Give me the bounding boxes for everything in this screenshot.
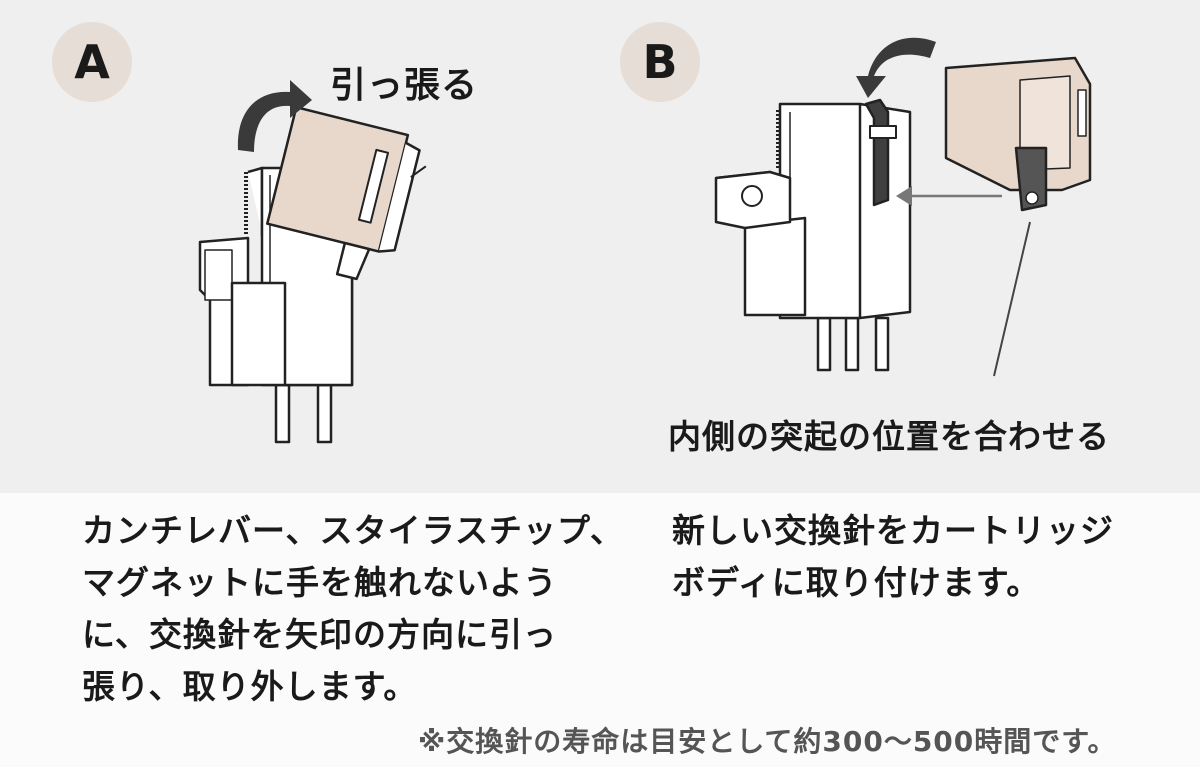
step-a-badge: A bbox=[52, 22, 132, 102]
step-a-description-line: マグネットに手を触れないよう bbox=[82, 563, 558, 602]
step-b-badge: B bbox=[620, 22, 700, 102]
pin-icon bbox=[816, 316, 832, 372]
step-a-illustration bbox=[198, 80, 427, 444]
description-panel bbox=[0, 493, 1200, 767]
step-a-description-line: カンチレバー、スタイラスチップ、 bbox=[82, 511, 625, 550]
step-b-description-line: ボディに取り付けます。 bbox=[672, 563, 1041, 602]
cartridge-illustrations bbox=[198, 37, 1092, 444]
pin-icon bbox=[274, 383, 291, 444]
insert-arrow-icon bbox=[856, 37, 936, 98]
step-b-illustration bbox=[714, 37, 1092, 377]
step-b-description-line: 新しい交換針をカートリッジ bbox=[672, 511, 1114, 550]
step-b-callout: 内側の突起の位置を合わせる bbox=[668, 417, 1110, 456]
step-a-callout: 引っ張る bbox=[330, 65, 479, 106]
step-a-description: カンチレバー、スタイラスチップ、 マグネットに手を触れないよう に、交換針を矢印… bbox=[82, 505, 625, 713]
step-a-description-line: に、交換針を矢印の方向に引っ bbox=[82, 615, 558, 654]
step-b-description: 新しい交換針をカートリッジ ボディに取り付けます。 bbox=[672, 505, 1172, 609]
step-a-description-line: 張り、取り外します。 bbox=[82, 667, 418, 706]
pin-icon bbox=[874, 316, 890, 372]
pull-arrow-icon bbox=[237, 80, 312, 152]
pin-icon bbox=[844, 316, 860, 372]
lifespan-footnote: ※交換針の寿命は目安として約300〜500時間です。 bbox=[418, 725, 1117, 758]
pin-icon bbox=[316, 383, 333, 444]
